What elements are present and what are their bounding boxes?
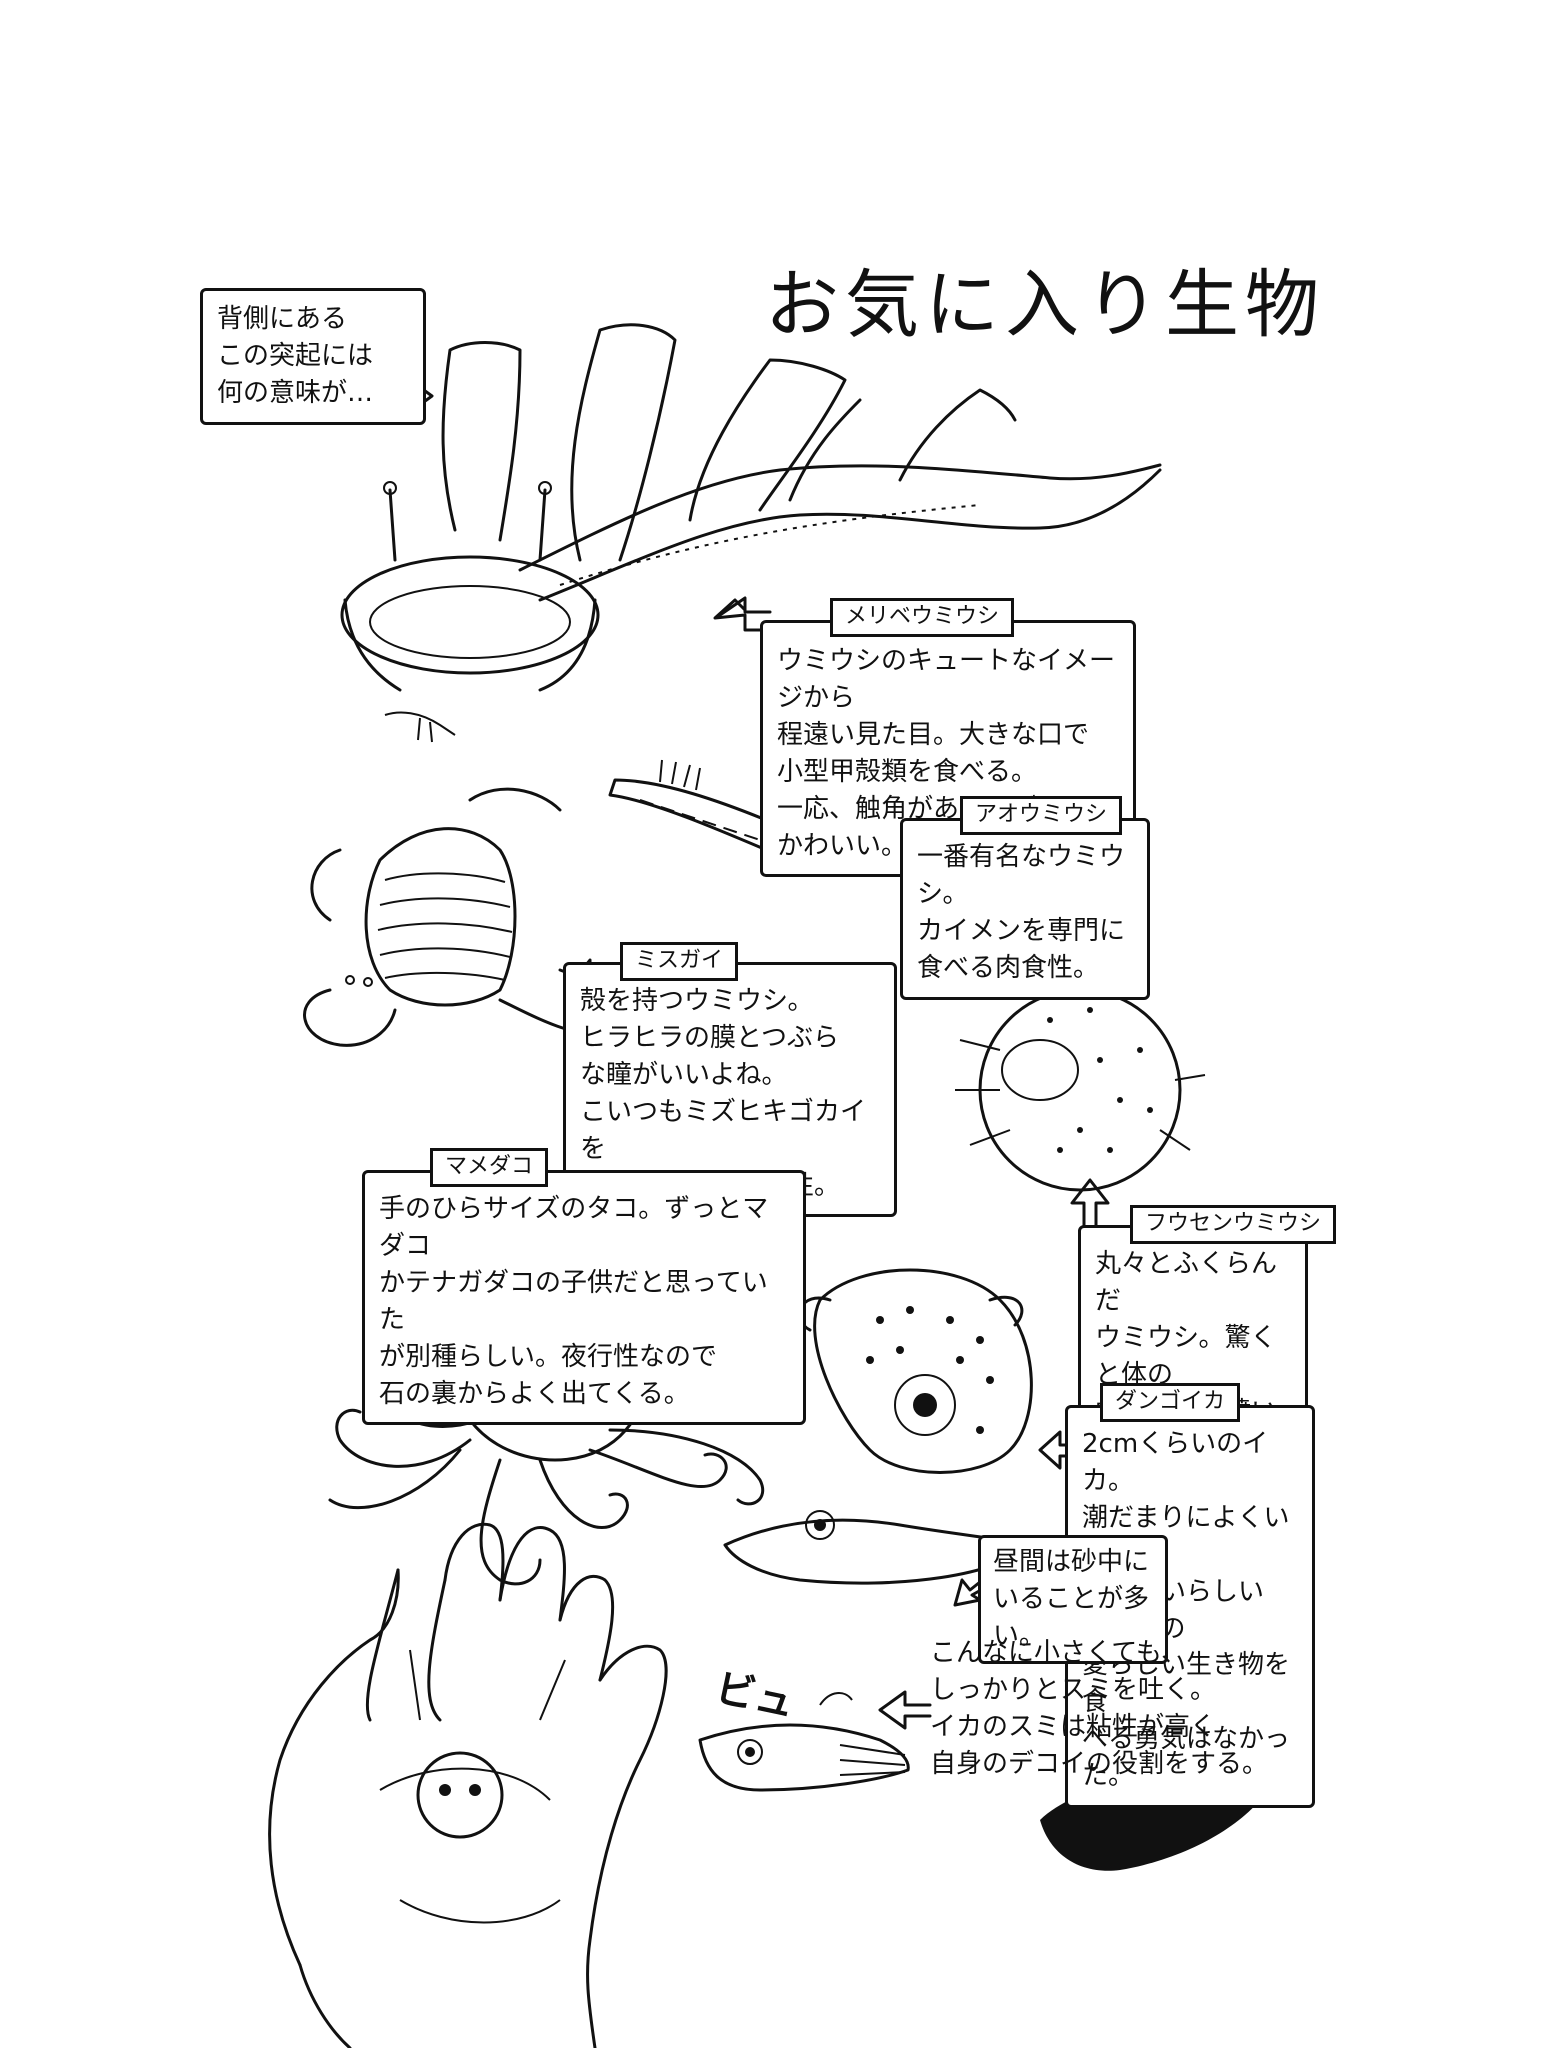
aoumiushi-callout: 一番有名なウミウシ。 カイメンを専門に 食べる肉食性。 xyxy=(900,818,1150,1000)
daytime-text: 昼間は砂中に いることが多い。 xyxy=(993,1547,1150,1651)
arrow-icon-fusen xyxy=(1070,1178,1110,1227)
page-title: お気に入り生物 xyxy=(765,262,1325,348)
hand-illustration xyxy=(268,1522,668,2048)
misugai-illustration xyxy=(303,787,608,1047)
arrow-icon-daytime xyxy=(953,1576,992,1607)
dangoika-illustration xyxy=(798,1268,1033,1474)
ink-note: こんなに小さくても、 しっかりとスミを吐く。 イカのスミは粘性が高く 自身のデコ… xyxy=(930,1638,1269,1779)
dorsal-callout-text: 背側にある この突起には 何の意味が… xyxy=(217,304,374,408)
dorsal-callout: 背側にある この突起には 何の意味が… xyxy=(200,288,426,425)
arrow-icon-dangoika xyxy=(1038,1430,1082,1470)
mamedako-callout: 手のひらサイズのタコ。ずっとマダコ かテナガダコの子供だと思っていた が別種らし… xyxy=(362,1170,806,1426)
daytime-callout: 昼間は砂中に いることが多い。 xyxy=(978,1535,1168,1664)
arrow-icon-ink-note xyxy=(878,1690,932,1730)
melibe-name-tag: メリベウミウシ xyxy=(830,598,1015,637)
aoumiushi-text: 一番有名なウミウシ。 カイメンを専門に 食べる肉食性。 xyxy=(917,842,1126,983)
fusen-illustration xyxy=(955,988,1206,1192)
aoumiushi-name-tag: アオウミウシ xyxy=(960,796,1123,835)
fusen-name-tag: フウセンウミウシ xyxy=(1130,1205,1337,1244)
shrimp-illustration xyxy=(384,711,456,743)
melibe-illustration xyxy=(340,323,1162,692)
squirting-squid-illustration xyxy=(698,1692,910,1792)
mamedako-text: 手のひらサイズのタコ。ずっとマダコ かテナガダコの子供だと思っていた が別種らし… xyxy=(379,1194,769,1409)
mamedako-name-tag: マメダコ xyxy=(430,1148,549,1187)
arrow-icon-melibe xyxy=(713,596,772,632)
misugai-name-tag: ミスガイ xyxy=(620,942,739,981)
dangoika-name-tag: ダンゴイカ xyxy=(1100,1383,1241,1422)
